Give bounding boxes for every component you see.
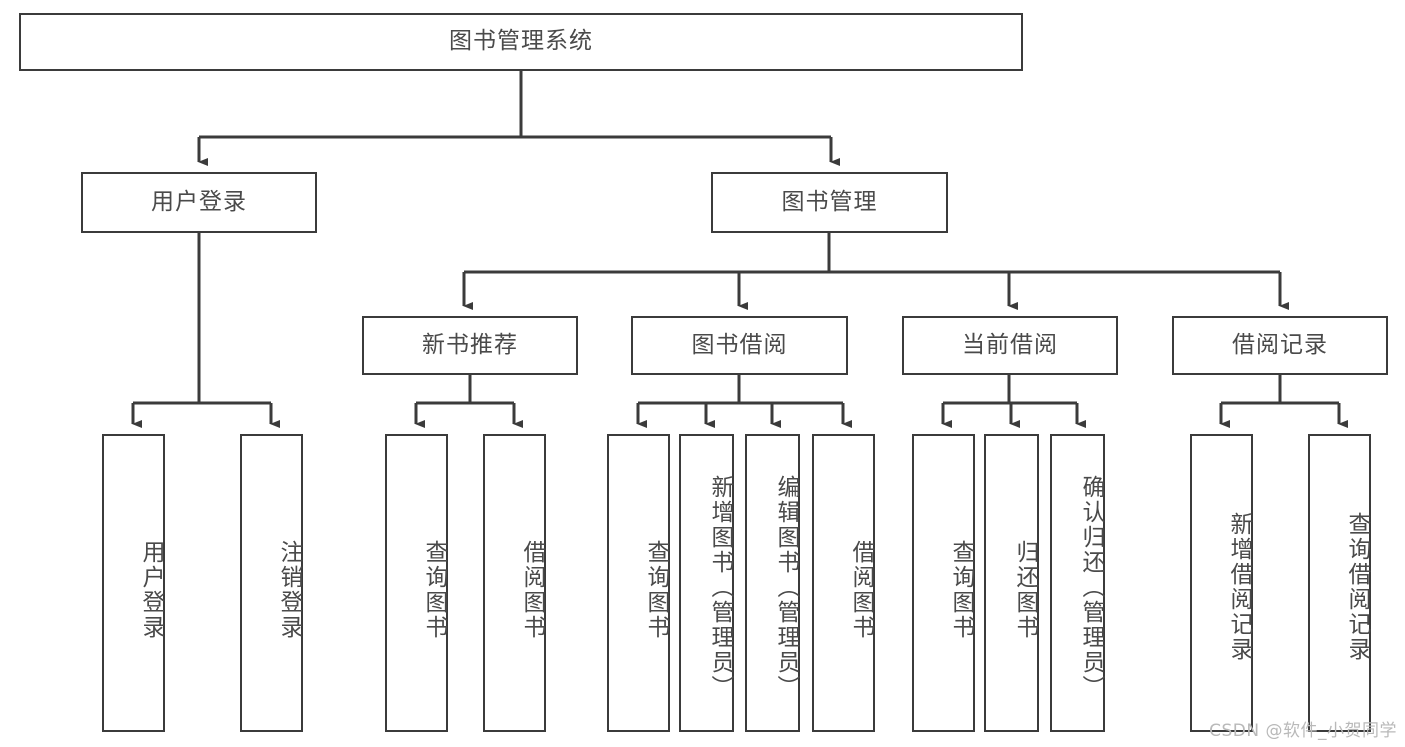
leaf-borrow-book-recommend[interactable]: 借阅图书 — [483, 434, 546, 732]
leaf-add-book-admin-label: 新增图书（管理员） — [707, 474, 733, 700]
leaf-confirm-return-admin-label: 确认归还（管理员） — [1078, 474, 1104, 700]
leaf-user-login-label: 用户登录 — [138, 540, 164, 640]
leaf-query-book-borrow[interactable]: 查询图书 — [607, 434, 670, 732]
node-current-borrow[interactable]: 当前借阅 — [902, 316, 1118, 375]
leaf-return-book[interactable]: 归还图书 — [984, 434, 1039, 732]
node-user-login[interactable]: 用户登录 — [81, 172, 317, 233]
leaf-logout[interactable]: 注销登录 — [240, 434, 303, 732]
node-root[interactable]: 图书管理系统 — [19, 13, 1023, 71]
node-book-borrow[interactable]: 图书借阅 — [631, 316, 848, 375]
leaf-edit-book-admin[interactable]: 编辑图书（管理员） — [745, 434, 800, 732]
node-new-book-recommend[interactable]: 新书推荐 — [362, 316, 578, 375]
node-book-management[interactable]: 图书管理 — [711, 172, 948, 233]
node-borrow-record[interactable]: 借阅记录 — [1172, 316, 1388, 375]
watermark-text: CSDN @软件_小贺同学 — [1209, 721, 1397, 741]
leaf-query-book-current-label: 查询图书 — [948, 540, 974, 640]
leaf-add-book-admin[interactable]: 新增图书（管理员） — [679, 434, 734, 732]
leaf-query-book-current[interactable]: 查询图书 — [912, 434, 975, 732]
leaf-query-book-borrow-label: 查询图书 — [643, 540, 669, 640]
leaf-borrow-book[interactable]: 借阅图书 — [812, 434, 875, 732]
node-new-book-recommend-label: 新书推荐 — [422, 331, 518, 358]
leaf-query-borrow-record-label: 查询借阅记录 — [1344, 512, 1370, 662]
node-root-label: 图书管理系统 — [449, 28, 593, 55]
leaf-add-borrow-record[interactable]: 新增借阅记录 — [1190, 434, 1253, 732]
leaf-add-borrow-record-label: 新增借阅记录 — [1226, 512, 1252, 662]
leaf-borrow-book-label: 借阅图书 — [848, 540, 874, 640]
node-borrow-record-label: 借阅记录 — [1232, 331, 1328, 358]
leaf-user-login[interactable]: 用户登录 — [102, 434, 165, 732]
node-book-borrow-label: 图书借阅 — [691, 331, 788, 358]
node-book-management-label: 图书管理 — [781, 188, 878, 215]
node-current-borrow-label: 当前借阅 — [962, 331, 1058, 358]
leaf-query-borrow-record[interactable]: 查询借阅记录 — [1308, 434, 1371, 732]
node-user-login-label: 用户登录 — [151, 188, 247, 215]
leaf-edit-book-admin-label: 编辑图书（管理员） — [773, 474, 799, 700]
leaf-query-book-recommend[interactable]: 查询图书 — [385, 434, 448, 732]
leaf-query-book-recommend-label: 查询图书 — [421, 540, 447, 640]
leaf-return-book-label: 归还图书 — [1012, 540, 1038, 640]
leaf-borrow-book-recommend-label: 借阅图书 — [519, 540, 545, 640]
leaf-logout-label: 注销登录 — [276, 540, 302, 640]
leaf-confirm-return-admin[interactable]: 确认归还（管理员） — [1050, 434, 1105, 732]
